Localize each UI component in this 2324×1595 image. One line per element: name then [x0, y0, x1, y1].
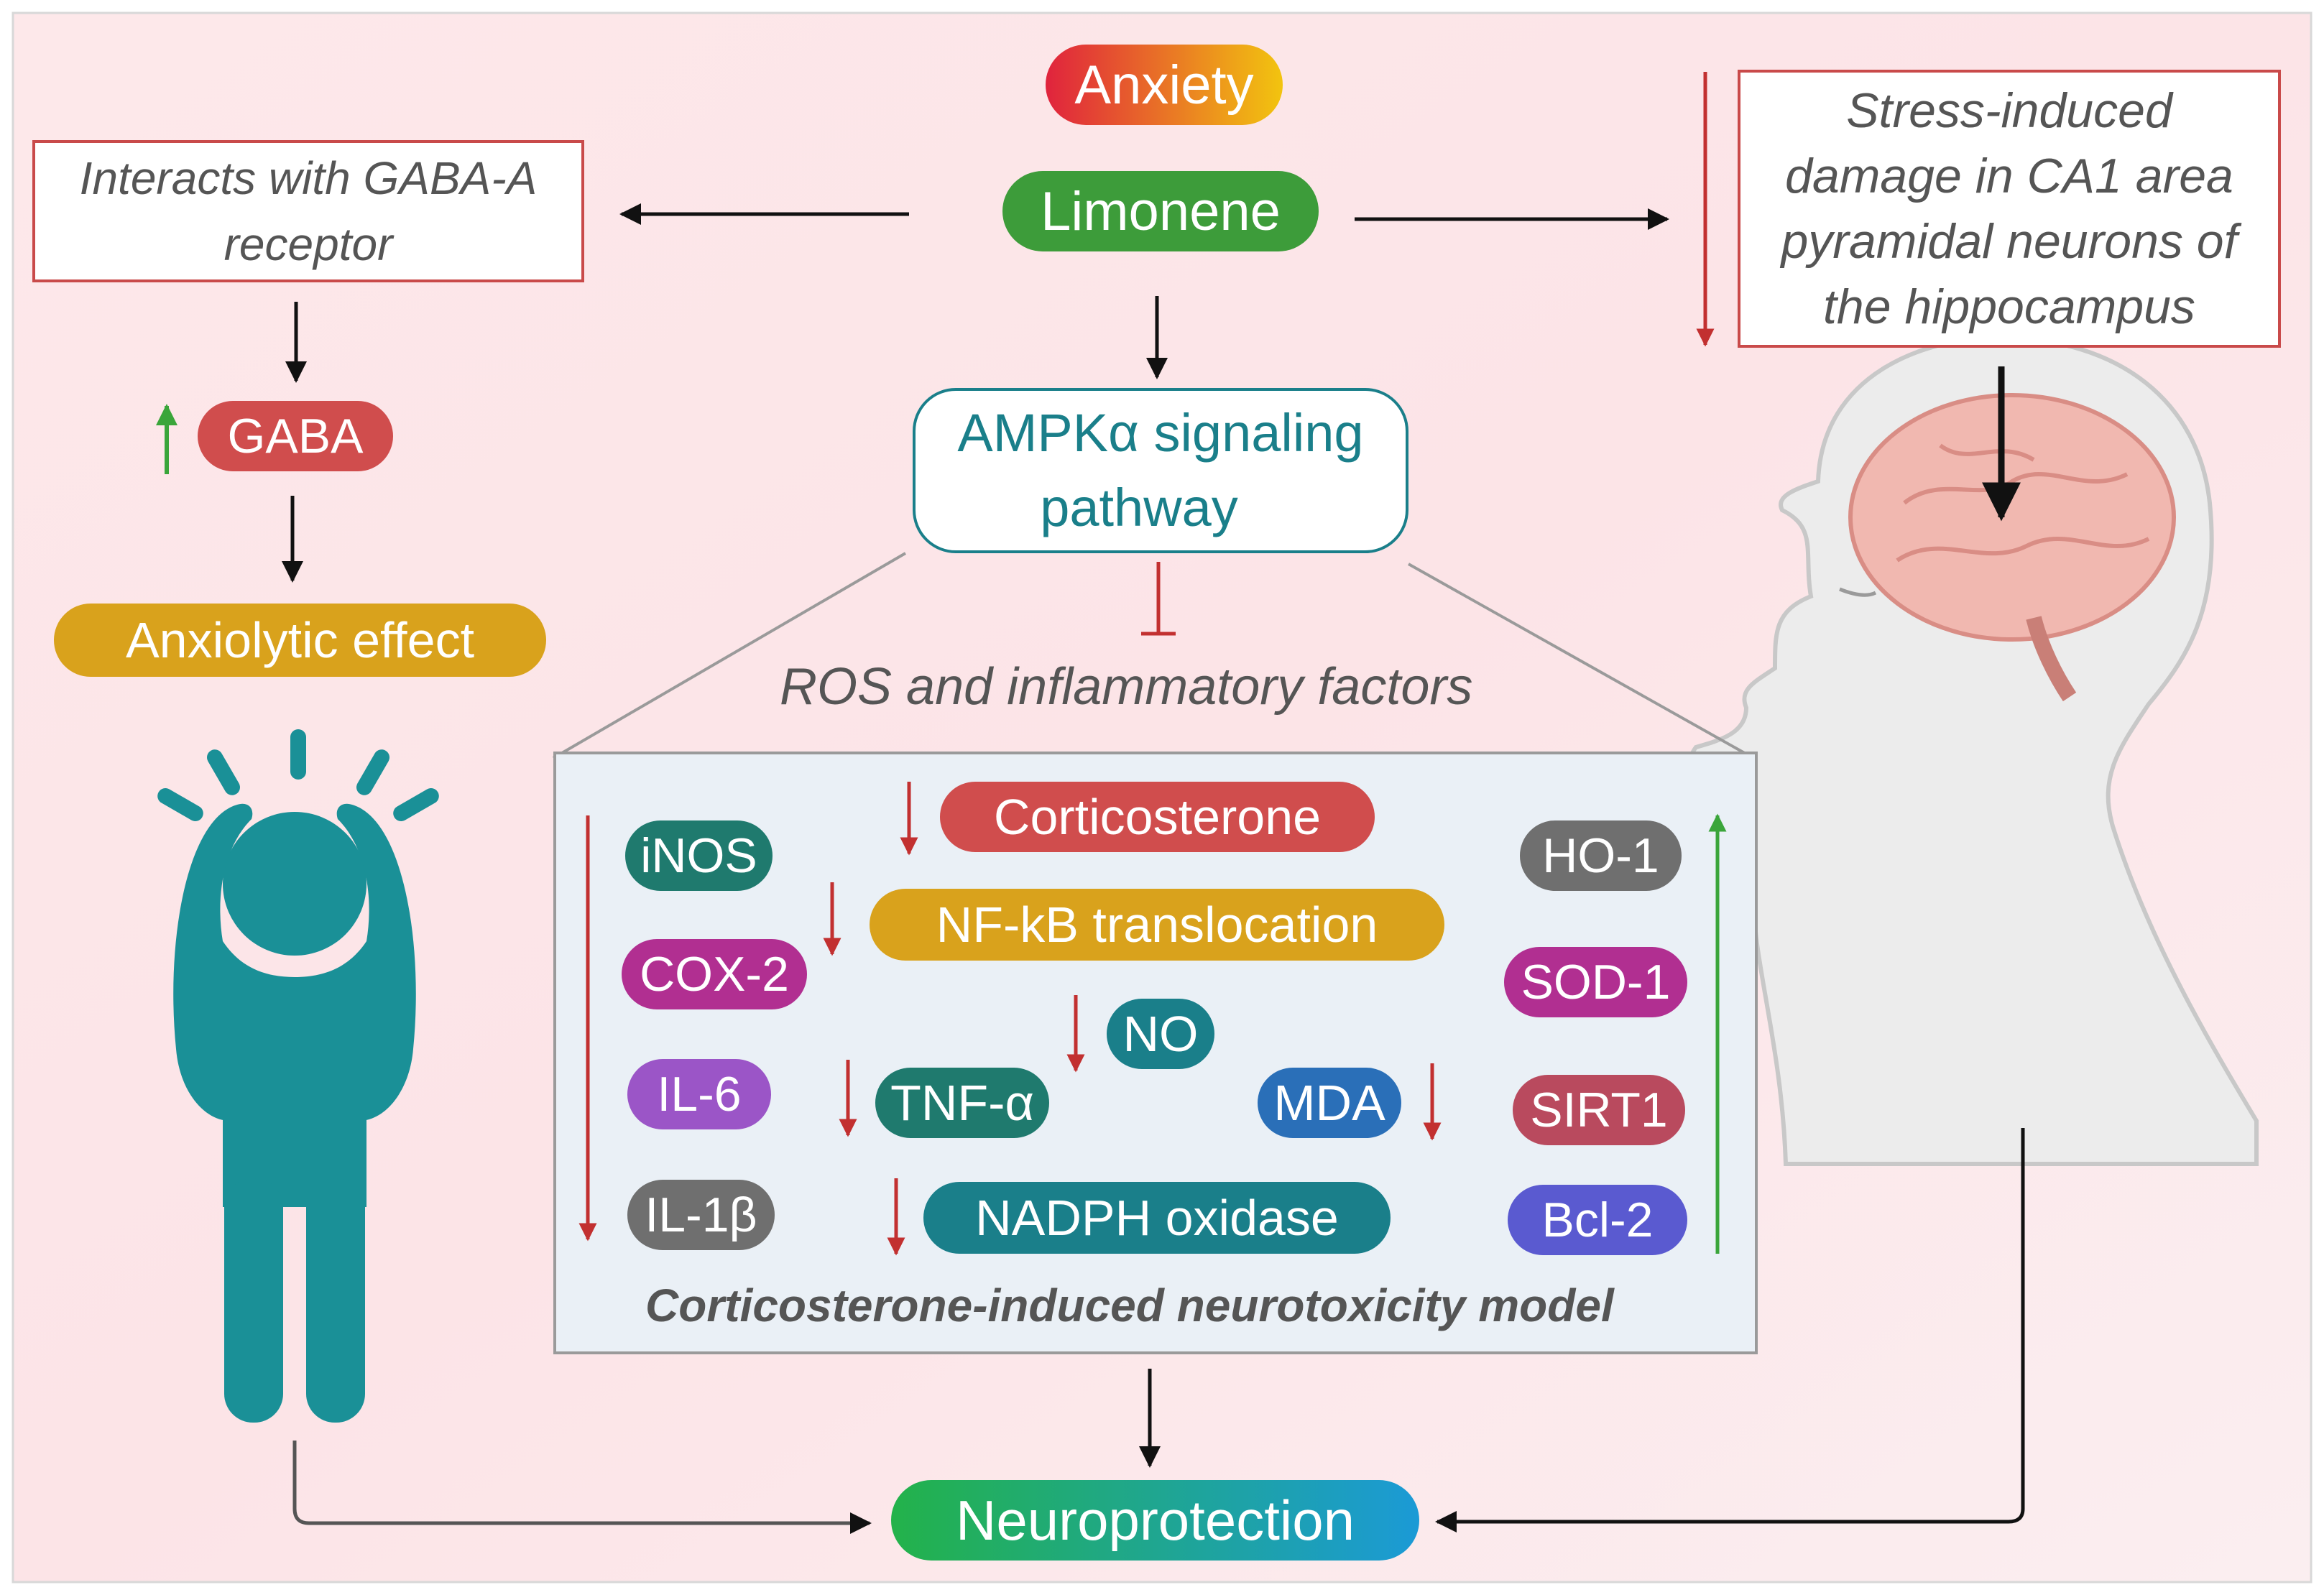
inos-pill: iNOS [625, 820, 773, 891]
ampk-box: AMPKα signaling pathway [913, 388, 1408, 553]
il6-pill: IL-6 [627, 1059, 771, 1129]
stress-line3: pyramidal neurons of [1781, 213, 2238, 269]
ampk-line2: pathway [1040, 478, 1238, 537]
ampk-line1: AMPKα signaling [957, 403, 1364, 463]
inhibition-icon [1141, 562, 1176, 636]
nfkb-translocation-pill: NF-kB translocation [870, 889, 1444, 961]
gaba-receptor-line2: receptor [223, 218, 393, 270]
corticosterone-pill: Corticosterone [940, 782, 1375, 852]
sirt1-pill: SIRT1 [1513, 1075, 1685, 1145]
ho1-pill: HO-1 [1520, 820, 1682, 891]
stress-damage-box: Stress-induced damage in CA1 area pyrami… [1738, 70, 2281, 348]
ros-label: ROS and inflammatory factors [780, 658, 1473, 716]
anxiety-pill: Anxiety [1046, 45, 1283, 125]
sod1-pill: SOD-1 [1504, 947, 1687, 1017]
stress-line2: damage in CA1 area [1785, 148, 2233, 203]
arrow-head-to-neuroprotection [1435, 1128, 2025, 1532]
brain [1848, 393, 2176, 642]
human-head-brain-icon [1687, 335, 2259, 1166]
no-pill: NO [1107, 999, 1214, 1069]
cox2-pill: COX-2 [622, 939, 807, 1009]
anxious-person-icon [157, 729, 439, 1423]
tnf-pill: TNF-α [875, 1068, 1049, 1138]
anxiolytic-effect-pill: Anxiolytic effect [54, 604, 546, 677]
il1b-pill: IL-1β [627, 1180, 775, 1250]
arrow-person-to-neuroprotection [292, 1441, 872, 1534]
stress-line1: Stress-induced [1846, 83, 2172, 138]
neuroprotection-pill: Neuroprotection [891, 1480, 1419, 1561]
model-caption: Corticosterone-induced neurotoxicity mod… [645, 1280, 1614, 1331]
bcl2-pill: Bcl-2 [1508, 1185, 1687, 1255]
gaba-pill: GABA [198, 401, 393, 471]
stress-line4: the hippocampus [1823, 279, 2195, 334]
zoom-line-left [552, 552, 907, 759]
zoom-line-right [1408, 563, 1754, 759]
limonene-pill: Limonene [1002, 171, 1319, 251]
gaba-receptor-line1: Interacts with GABA-A [79, 152, 538, 204]
nadph-oxidase-pill: NADPH oxidase [923, 1182, 1391, 1254]
gaba-receptor-box: Interacts with GABA-A receptor [32, 140, 584, 282]
mda-pill: MDA [1258, 1068, 1401, 1138]
